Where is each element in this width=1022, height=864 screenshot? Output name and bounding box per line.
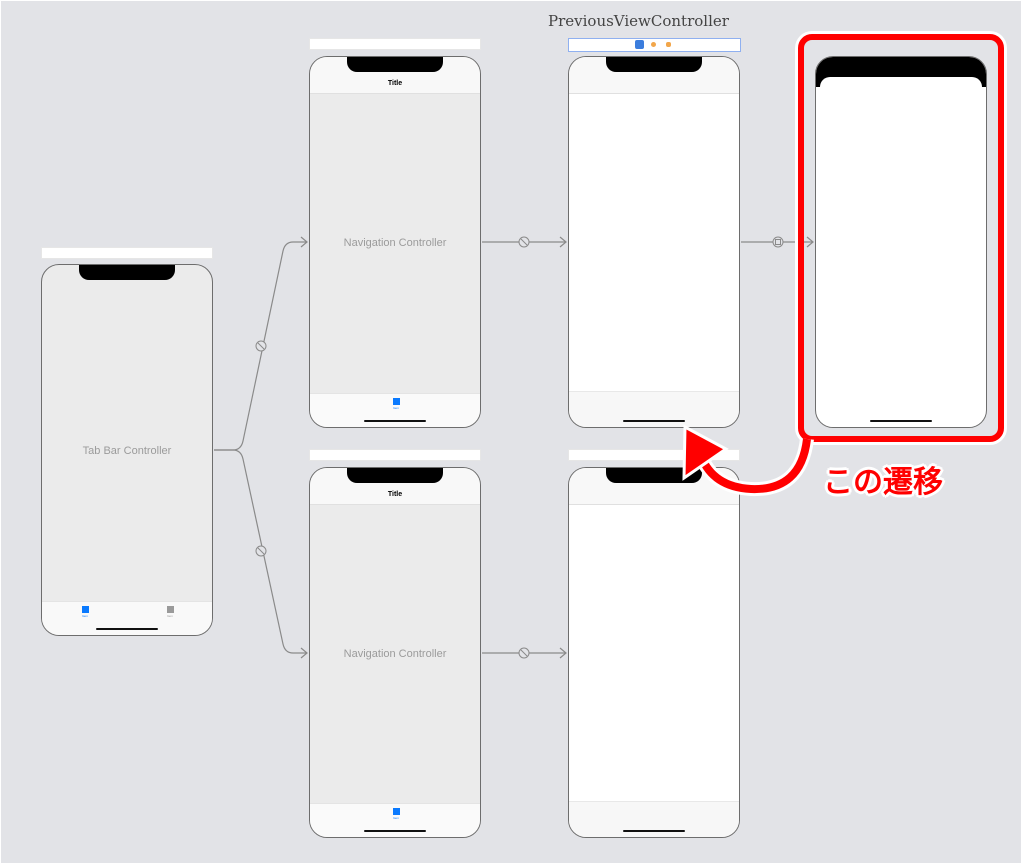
tab-square-icon [81, 606, 89, 613]
arrow-head-icon [682, 424, 729, 481]
nav-title: Title [387, 80, 403, 87]
scene-dock[interactable] [309, 38, 481, 50]
previous-view-controller-scene[interactable] [568, 56, 740, 428]
scene-label: Navigation Controller [343, 237, 447, 249]
scene-label: Tab Bar Controller [82, 445, 172, 457]
tab-label: Item [393, 816, 399, 820]
navigation-controller-scene-top[interactable]: Title Navigation Controller Item [309, 56, 481, 428]
view-controller-scene-bottom[interactable] [568, 467, 740, 838]
tab-square-icon [166, 606, 174, 613]
view-controller-icon[interactable] [635, 40, 644, 49]
home-indicator [96, 628, 158, 630]
tab-label: Item [393, 406, 399, 410]
tab-square-icon [392, 398, 400, 405]
scene-dock[interactable] [309, 449, 481, 461]
scene-label: Navigation Controller [343, 648, 447, 660]
first-responder-icon[interactable] [651, 42, 656, 47]
home-indicator [870, 420, 932, 422]
tab-item-2[interactable]: Item [155, 606, 185, 618]
notch [347, 468, 443, 483]
home-indicator [364, 830, 426, 832]
notch [347, 57, 443, 72]
presented-view-controller-scene[interactable] [815, 56, 987, 428]
tab-square-icon [392, 808, 400, 815]
home-indicator [623, 830, 685, 832]
highlight-box [798, 34, 1004, 442]
notch [606, 468, 702, 483]
notch [606, 57, 702, 72]
scene-dock[interactable] [41, 247, 213, 259]
tab-item-1[interactable]: Item [70, 606, 100, 618]
tab-item[interactable]: Item [381, 808, 411, 820]
tab-item[interactable]: Item [381, 398, 411, 410]
home-indicator [623, 420, 685, 422]
annotation-label: この遷移 [823, 466, 943, 499]
exit-icon[interactable] [666, 42, 671, 47]
tab-label: Item [82, 614, 88, 618]
tab-label: Item [167, 614, 173, 618]
tab-bar-controller-scene[interactable]: Tab Bar Controller Item Item [41, 264, 213, 636]
sheet [820, 77, 982, 427]
notch [79, 265, 175, 280]
nav-title: Title [387, 491, 403, 498]
scene-dock-selected[interactable] [568, 38, 741, 52]
home-indicator [364, 420, 426, 422]
navigation-controller-scene-bottom[interactable]: Title Navigation Controller Item [309, 467, 481, 838]
scene-title: PreviousViewController [548, 12, 729, 30]
